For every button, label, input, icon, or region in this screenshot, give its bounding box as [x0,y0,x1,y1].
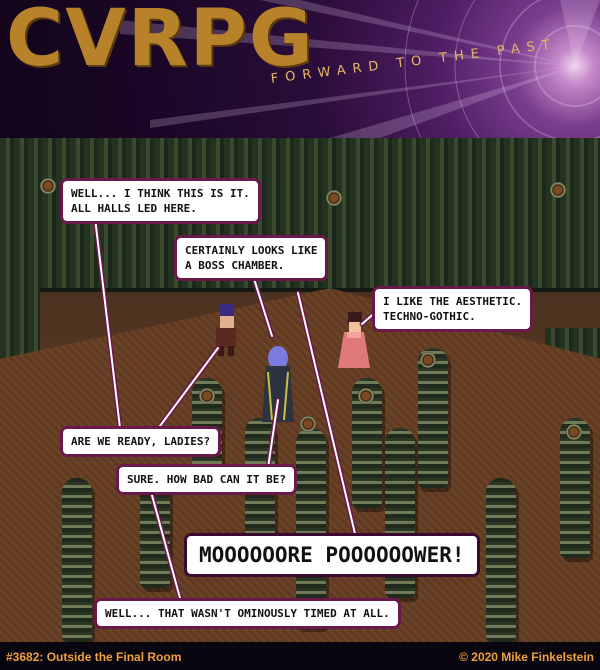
episode-title[interactable]: #3682: Outside the Final Room [6,650,182,664]
bubble-line: Well... I think this is it. [71,187,250,200]
bubble-line: Techno-gothic. [383,310,476,323]
eye-ornament [40,178,56,194]
eye-ornament [300,416,316,432]
eye-ornament [550,182,566,198]
bubble-line: All halls led here. [71,202,197,215]
bubble-line: I like the aesthetic. [383,295,523,308]
bubble-line: a boss chamber. [185,259,285,272]
eye-ornament [566,424,582,440]
pillar [486,478,516,642]
pillar [560,418,590,558]
eye-ornament [358,388,374,404]
copyright-notice: © 2020 Mike Finkelstein [459,650,594,664]
eye-ornament [420,352,436,368]
speech-bubble-robed-1: Certainly looks like a boss chamber. [174,235,329,281]
speech-bubble-robed-2: Sure. How bad can it be? [116,464,297,495]
comic-footer: #3682: Outside the Final Room © 2020 Mik… [0,642,600,670]
character-male-hero [216,304,236,356]
character-pink-dress-woman [338,312,370,368]
site-header: CVRPG FORWARD TO THE PAST [0,0,600,138]
eye-ornament [199,388,215,404]
site-logo[interactable]: CVRPG [6,0,315,84]
bubble-line: Certainly looks like [185,244,318,257]
speech-bubble-pink-1: I like the aesthetic. Techno-gothic. [372,286,534,332]
speech-bubble-hero-2: Are we ready, ladies? [60,426,222,457]
character-robed-woman [262,346,294,422]
pillar [418,348,448,488]
speech-bubble-hero-1: Well... I think this is it. All halls le… [60,178,261,224]
eye-ornament [326,190,342,206]
radial-burst-graphic [120,0,600,138]
comic-panel: Well... I think this is it. All halls le… [0,138,600,642]
pillar [62,478,92,642]
speech-bubble-hero-3: Well... that wasn't ominously timed at a… [94,598,401,629]
speech-bubble-boss: MOOOOOORE POOOOOOWER! [184,533,480,577]
